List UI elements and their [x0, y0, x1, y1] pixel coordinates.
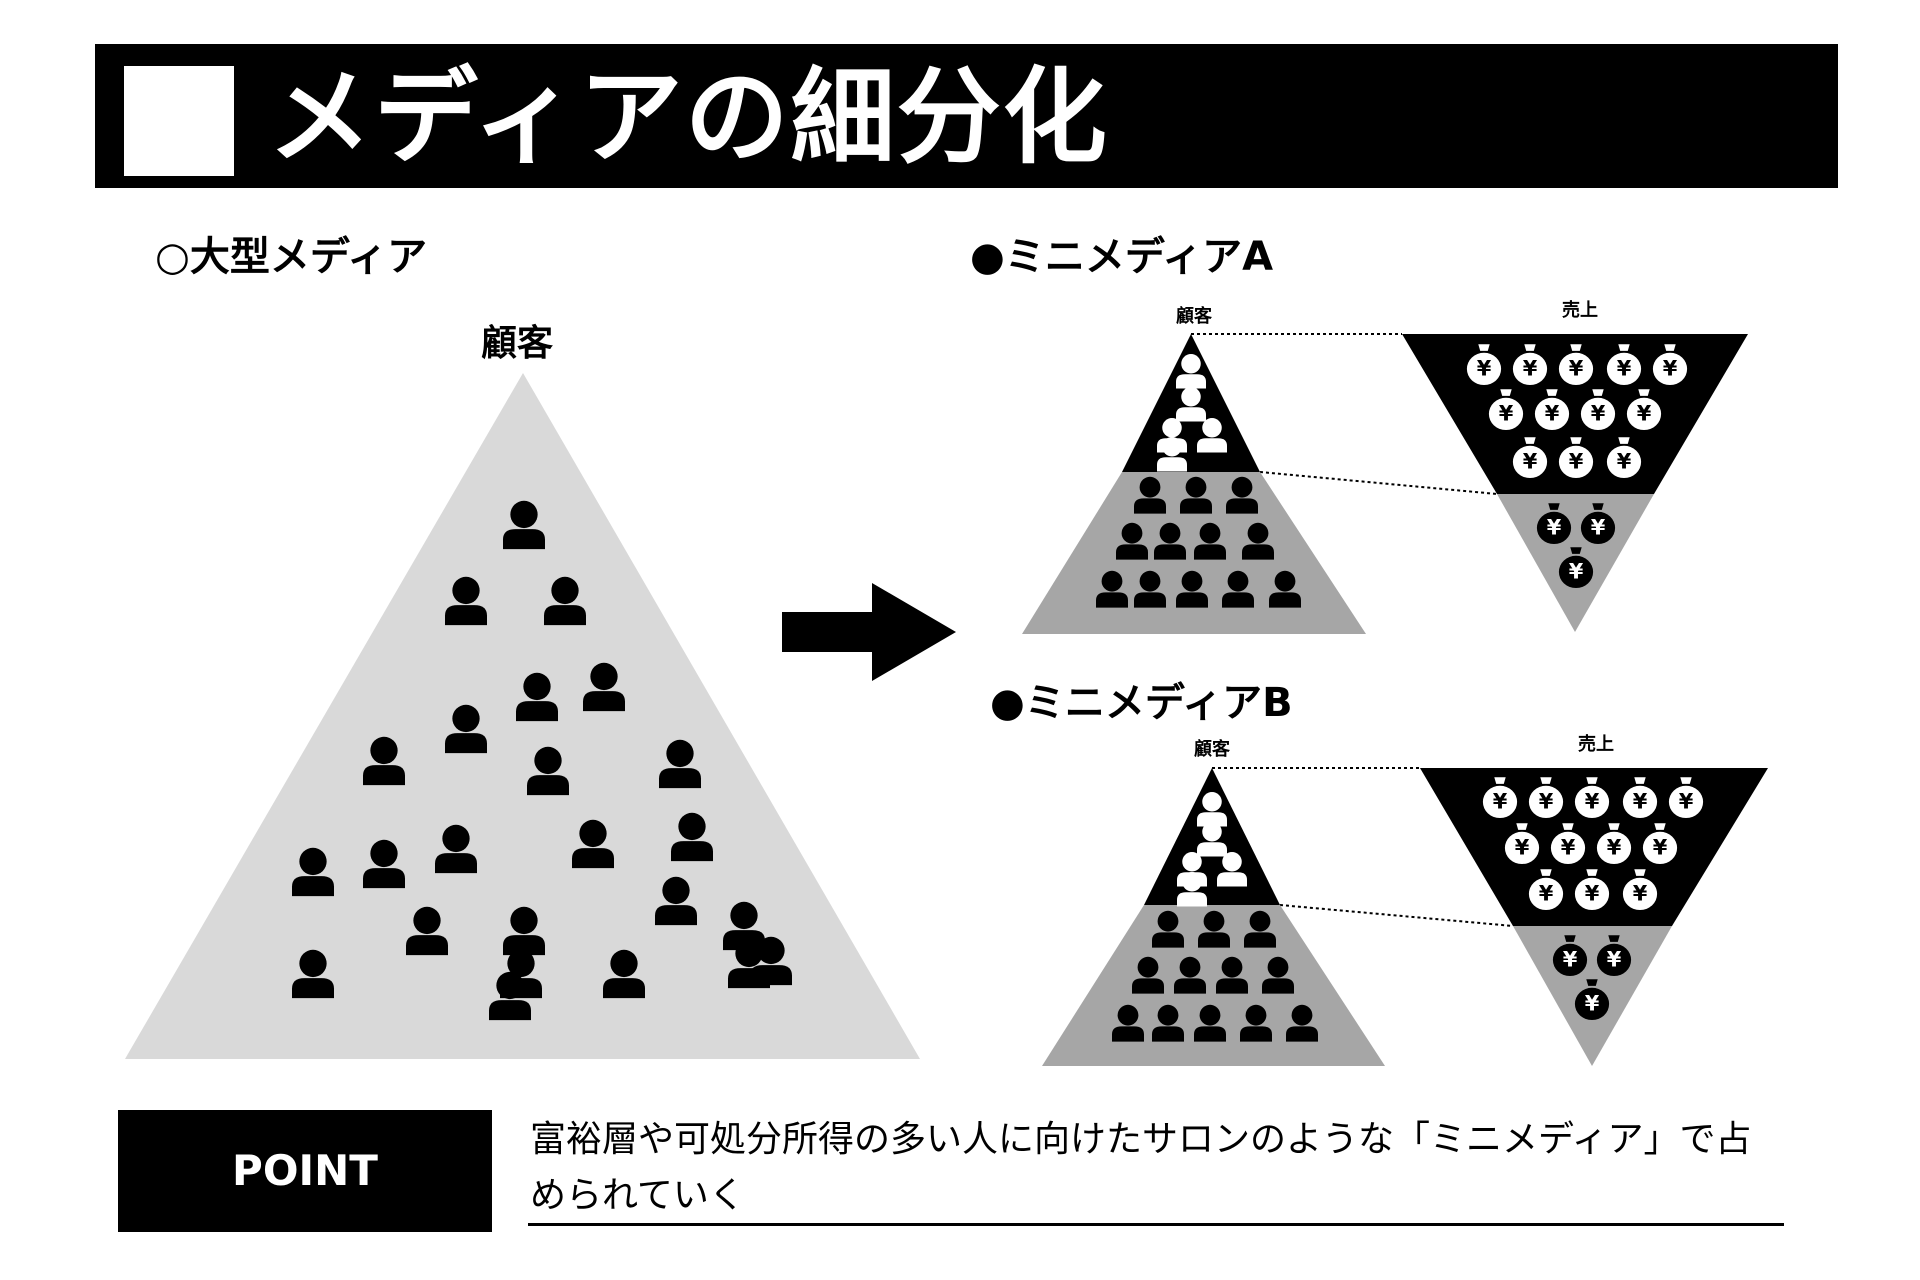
yen-symbol: ¥ [1493, 790, 1508, 814]
yen-symbol: ¥ [1585, 992, 1600, 1016]
yen-symbol: ¥ [1561, 836, 1576, 860]
money-bag-icon: ¥ [1528, 777, 1564, 819]
money-bag-icon: ¥ [1558, 344, 1594, 386]
money-bag-icon: ¥ [1580, 389, 1616, 431]
money-bag-icon: ¥ [1482, 777, 1518, 819]
mini-b-customers-label: 顧客 [1194, 739, 1230, 760]
money-bag-icon: ¥ [1550, 823, 1586, 865]
money-bag-icon: ¥ [1668, 777, 1704, 819]
yen-symbol: ¥ [1585, 790, 1600, 814]
money-bag-icon: ¥ [1596, 823, 1632, 865]
money-bag-icon: ¥ [1552, 935, 1588, 977]
money-bag-icon: ¥ [1574, 777, 1610, 819]
money-bag-icon: ¥ [1558, 437, 1594, 479]
title-square-icon [124, 66, 234, 176]
mini-media-b-heading: ●ミニメディアB [990, 680, 1293, 726]
money-bag-icon: ¥ [1606, 437, 1642, 479]
title-bar [95, 44, 1838, 188]
yen-symbol: ¥ [1633, 882, 1648, 906]
page-title: メディアの細分化 [268, 56, 1109, 178]
yen-symbol: ¥ [1515, 836, 1530, 860]
mini-b-diagram: ¥¥¥¥¥¥¥¥¥¥¥¥ ¥¥¥ [1042, 767, 1768, 1066]
yen-symbol: ¥ [1607, 948, 1622, 972]
yen-symbol: ¥ [1539, 790, 1554, 814]
money-bag-icon: ¥ [1536, 503, 1572, 545]
yen-symbol: ¥ [1499, 402, 1514, 426]
yen-symbol: ¥ [1545, 402, 1560, 426]
money-bag-icon: ¥ [1574, 869, 1610, 911]
yen-symbol: ¥ [1653, 836, 1668, 860]
money-bag-icon: ¥ [1580, 503, 1616, 545]
money-bag-icon: ¥ [1642, 823, 1678, 865]
yen-symbol: ¥ [1569, 357, 1584, 381]
point-label: POINT [118, 1110, 492, 1232]
money-bag-icon: ¥ [1534, 389, 1570, 431]
yen-symbol: ¥ [1637, 402, 1652, 426]
money-bag-icon: ¥ [1622, 869, 1658, 911]
money-bag-icon: ¥ [1622, 777, 1658, 819]
yen-symbol: ¥ [1477, 357, 1492, 381]
money-bag-icon: ¥ [1596, 935, 1632, 977]
yen-symbol: ¥ [1585, 882, 1600, 906]
money-bag-icon: ¥ [1626, 389, 1662, 431]
mini-a-diagram: ¥¥¥¥¥¥¥¥¥¥¥¥ ¥¥¥ [1022, 333, 1748, 634]
mini-a-sales-label: 売上 [1562, 300, 1598, 321]
point-underline [528, 1223, 1784, 1226]
money-bag-icon: ¥ [1512, 344, 1548, 386]
money-bag-icon: ¥ [1558, 547, 1594, 589]
money-bag-icon: ¥ [1574, 979, 1610, 1021]
mini-a-customers-label: 顧客 [1176, 306, 1212, 327]
point-description: 富裕層や可処分所得の多い人に向けたサロンのような「ミニメディア」で占められていく [530, 1119, 1752, 1216]
mini-b-bottom-tier [1042, 905, 1385, 1066]
yen-symbol: ¥ [1539, 882, 1554, 906]
yen-symbol: ¥ [1547, 516, 1562, 540]
yen-symbol: ¥ [1591, 402, 1606, 426]
yen-symbol: ¥ [1523, 450, 1538, 474]
arrow-right-icon [782, 583, 956, 681]
mini-media-a-heading: ●ミニメディアA [970, 234, 1274, 280]
large-media-heading: ○大型メディア [155, 234, 428, 280]
money-bag-icon: ¥ [1652, 344, 1688, 386]
money-bag-icon: ¥ [1504, 823, 1540, 865]
money-bag-icon: ¥ [1606, 344, 1642, 386]
money-bag-icon: ¥ [1512, 437, 1548, 479]
yen-symbol: ¥ [1569, 450, 1584, 474]
yen-symbol: ¥ [1569, 560, 1584, 584]
yen-symbol: ¥ [1663, 357, 1678, 381]
money-bag-icon: ¥ [1528, 869, 1564, 911]
yen-symbol: ¥ [1591, 516, 1606, 540]
money-bag-icon: ¥ [1466, 344, 1502, 386]
yen-symbol: ¥ [1679, 790, 1694, 814]
yen-symbol: ¥ [1607, 836, 1622, 860]
yen-symbol: ¥ [1563, 948, 1578, 972]
money-bag-icon: ¥ [1488, 389, 1524, 431]
yen-symbol: ¥ [1523, 357, 1538, 381]
large-media-customers-label: 顧客 [480, 323, 554, 364]
yen-symbol: ¥ [1617, 450, 1632, 474]
yen-symbol: ¥ [1633, 790, 1648, 814]
yen-symbol: ¥ [1617, 357, 1632, 381]
mini-b-sales-label: 売上 [1578, 734, 1614, 755]
